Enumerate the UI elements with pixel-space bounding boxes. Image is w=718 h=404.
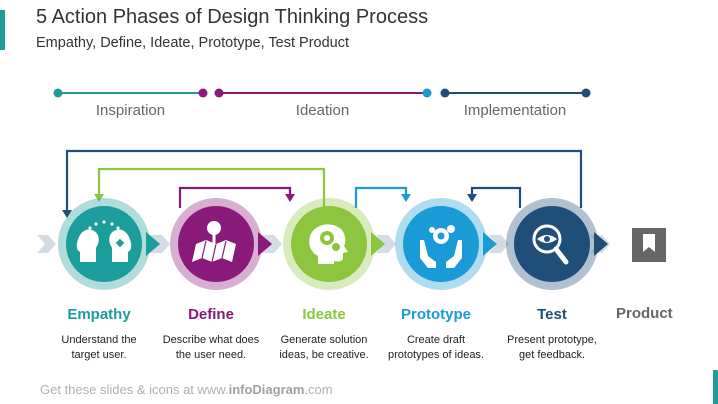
stage-label-implementation: Implementation [463,102,567,119]
footer-prefix: Get these slides & icons at www. [40,382,229,397]
two-heads-icon [76,220,132,262]
phase-name-prototype: Prototype [400,306,471,323]
loop-arrow-ideate-empathy [97,167,326,208]
slide-subtitle: Empathy, Define, Ideate, Prototype, Test… [36,35,349,51]
phase-name-test: Test [537,306,567,323]
chevron-band [37,235,610,253]
phase-empathy [58,198,160,290]
loop-arrow-test-empathy [65,149,583,212]
phase-define [170,198,272,290]
description-line: Create draft [406,334,466,346]
description-line: Present prototype, [507,334,597,346]
stage-timeline [53,88,591,98]
timeline-dot [581,88,591,98]
description-line: prototypes of ideas. [387,349,484,361]
hands-gears-icon [420,225,462,268]
arrow-define-ideate [178,186,292,208]
bookmark-icon [632,228,666,262]
footer-credit[interactable]: Get these slides & icons at www.infoDiag… [40,382,333,397]
feedback-arrows [62,149,583,218]
slide-title: 5 Action Phases of Design Thinking Proce… [36,6,429,28]
description-line: Understand the [61,334,137,346]
description-line: Generate solution [280,334,368,346]
phase-prototype [395,198,497,290]
description-line: Describe what does [162,334,260,346]
head-gear-icon [309,224,348,264]
eye-magnifier-icon [532,224,569,265]
arrow-ideate-prototype [354,186,408,208]
phase-description-test: Present prototype, get feedback. [487,333,617,363]
footer-brand: infoDiagram [228,382,305,397]
timeline-dot [198,88,208,98]
phase-description-define: Describe what does the user need. [146,333,276,363]
description-line: ideas, be creative. [279,349,369,361]
map-pin-icon [192,221,236,263]
footer-suffix: .com [304,382,333,397]
timeline-dot [422,88,432,98]
description-line: the user need. [175,349,247,361]
phase-test [506,198,608,290]
stage-label-inspiration: Inspiration [95,102,166,119]
phase-ideate [283,198,385,290]
phase-description-empathy: Understand the target user. [34,333,164,363]
arrow-test-prototype [470,186,522,208]
product-label: Product [616,305,673,322]
timeline-dot [214,88,224,98]
description-line: get feedback. [518,349,586,361]
phase-description-prototype: Create draft prototypes of ideas. [371,333,501,363]
phase-name-empathy: Empathy [67,306,131,323]
timeline-dot [440,88,450,98]
timeline-dot [53,88,63,98]
right-accent-bar [713,370,718,404]
description-line: target user. [71,349,127,361]
phase-name-ideate: Ideate [302,306,346,323]
left-accent-bar [0,10,5,50]
stage-label-ideation: Ideation [295,102,350,119]
phase-name-define: Define [188,306,234,323]
phase-description-ideate: Generate solution ideas, be creative. [259,333,389,363]
